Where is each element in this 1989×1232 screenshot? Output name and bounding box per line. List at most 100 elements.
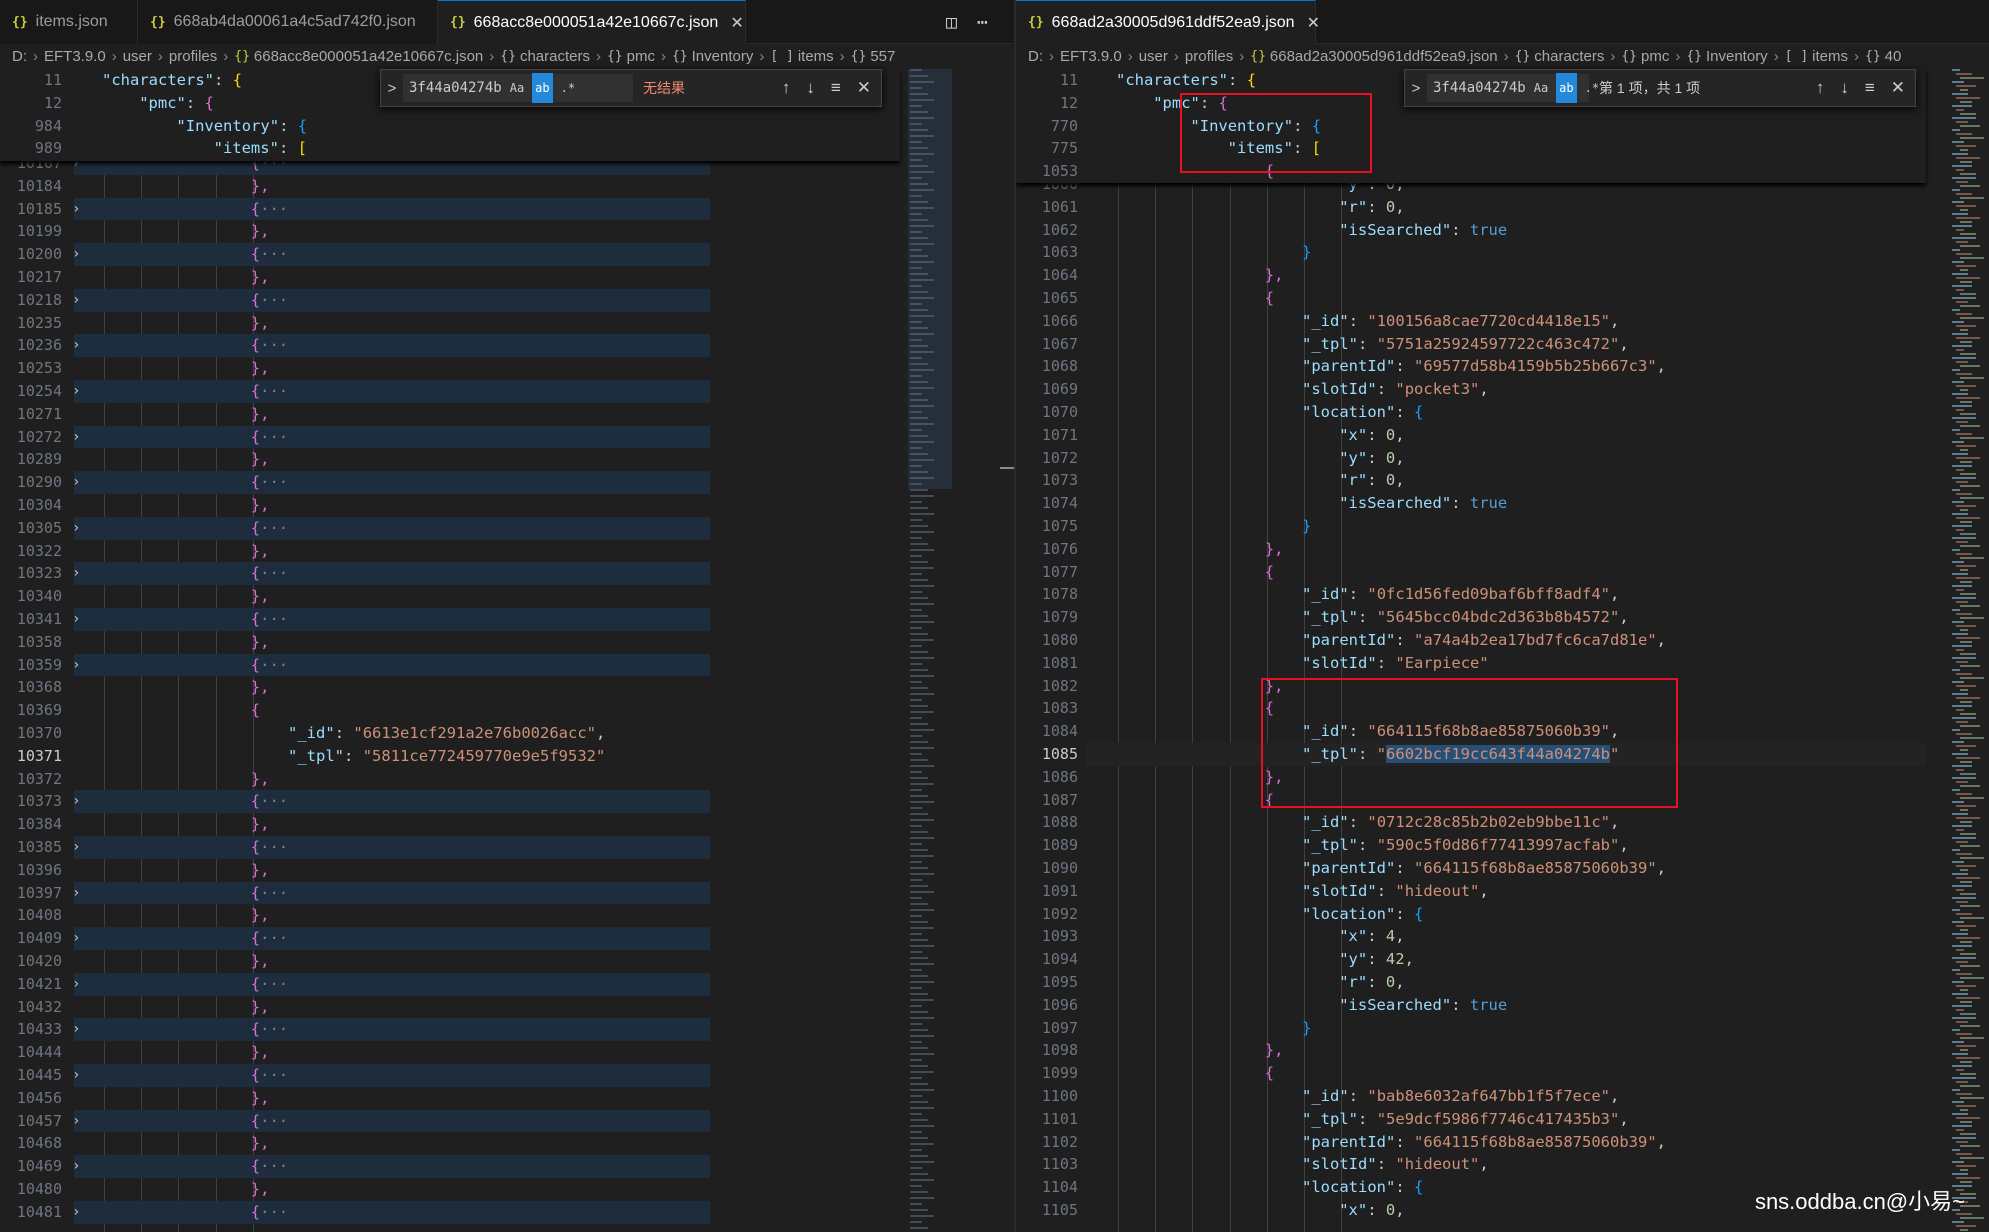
editor-line[interactable]: 10304}, <box>0 494 900 517</box>
editor-line[interactable]: 1072"y": 0, <box>1016 447 1926 470</box>
editor-line[interactable]: 10322}, <box>0 540 900 563</box>
editor-line[interactable]: 1065{ <box>1016 287 1926 310</box>
fold-chevron-icon[interactable]: › <box>72 383 81 399</box>
editor-line[interactable]: 10184}, <box>0 175 900 198</box>
editor-line[interactable]: 10385›{··· <box>0 836 900 859</box>
editor-line[interactable]: 10358}, <box>0 631 900 654</box>
editor-line[interactable]: 10200›{··· <box>0 243 900 266</box>
editor-line[interactable]: 10432}, <box>0 996 900 1019</box>
close-icon[interactable]: ✕ <box>856 78 871 97</box>
next-match-icon[interactable]: ↓ <box>1840 78 1849 97</box>
breadcrumb-segment[interactable]: characters <box>1534 48 1605 65</box>
breadcrumb-segment[interactable]: 557 <box>870 48 896 65</box>
fold-chevron-icon[interactable]: › <box>72 1112 81 1129</box>
fold-chevron-icon[interactable]: › <box>72 793 81 810</box>
more-actions-icon[interactable]: ⋯ <box>976 11 988 33</box>
editor-line[interactable]: 1096"isSearched": true <box>1016 994 1926 1017</box>
breadcrumb-segment[interactable]: D: <box>12 48 27 65</box>
editor-line[interactable]: 1102"parentId": "664115f68b8ae85875060b3… <box>1016 1131 1926 1154</box>
breadcrumb-segment[interactable]: profiles <box>168 48 218 65</box>
editor-line[interactable]: 1090"parentId": "664115f68b8ae85875060b3… <box>1016 857 1926 880</box>
editor-line[interactable]: 1083{ <box>1016 697 1926 720</box>
next-match-icon[interactable]: ↓ <box>806 78 815 97</box>
editor-line[interactable]: 10373›{··· <box>0 790 900 814</box>
editor-line[interactable]: 1095"r": 0, <box>1016 971 1926 994</box>
editor-line[interactable]: 1091"slotId": "hideout", <box>1016 880 1926 903</box>
editor-line[interactable]: 1094"y": 42, <box>1016 948 1926 971</box>
editor-line[interactable]: 1099{ <box>1016 1062 1926 1085</box>
sticky-line[interactable]: 1053{ <box>1016 160 1926 183</box>
tab-668ad2a3-json[interactable]: {}668ad2a30005d961ddf52ea9.json✕ <box>1016 0 1320 44</box>
editor-line[interactable]: 1085"_tpl": "6602bcf19cc643f44a04274b" <box>1016 743 1926 766</box>
editor-line[interactable]: 1071"x": 0, <box>1016 424 1926 447</box>
breadcrumb-segment[interactable]: items <box>1812 48 1849 65</box>
editor-line[interactable]: 1076}, <box>1016 538 1926 561</box>
breadcrumb-segment[interactable]: Inventory <box>691 48 754 65</box>
editor-line[interactable]: 10323›{··· <box>0 562 900 586</box>
editor-line[interactable]: 10384}, <box>0 813 900 836</box>
match-case-icon[interactable]: Aa <box>1533 81 1549 95</box>
breadcrumb-segment[interactable]: user <box>1138 48 1168 65</box>
editor-line[interactable]: 10199}, <box>0 220 900 243</box>
editor-split-sash[interactable] <box>1014 0 1016 1232</box>
editor-line[interactable]: 10217}, <box>0 266 900 289</box>
sticky-line[interactable]: 984"Inventory": { <box>0 115 900 138</box>
editor-line[interactable]: 1073"r": 0, <box>1016 469 1926 492</box>
fold-chevron-icon[interactable]: › <box>72 611 81 627</box>
fold-chevron-icon[interactable]: › <box>72 428 81 445</box>
breadcrumb-segment[interactable]: Inventory <box>1705 48 1768 65</box>
breadcrumb-segment[interactable]: EFT3.9.0 <box>44 48 106 65</box>
editor-line[interactable]: 10420}, <box>0 950 900 973</box>
editor-line[interactable]: 10236›{··· <box>0 334 900 358</box>
editor-line[interactable]: 1080"parentId": "a74a4b2ea17bd7fc6ca7d81… <box>1016 629 1926 652</box>
regex-icon[interactable]: .* <box>1584 81 1600 95</box>
editor-line[interactable]: 10468}, <box>0 1132 900 1155</box>
editor-line[interactable]: 10254›{··· <box>0 380 900 403</box>
fold-chevron-icon[interactable]: › <box>72 474 81 491</box>
editor-line[interactable]: 1100"_id": "bab8e6032af647bb1f5f7ece", <box>1016 1085 1926 1108</box>
editor-line[interactable]: 1103"slotId": "hideout", <box>1016 1153 1926 1176</box>
fold-chevron-icon[interactable]: › <box>72 337 81 354</box>
breadcrumb-segment[interactable]: characters <box>519 48 590 65</box>
editor-line[interactable]: 1101"_tpl": "5e9dcf5986f7746c417435b3", <box>1016 1108 1926 1131</box>
breadcrumb-segment[interactable]: D: <box>1028 48 1043 65</box>
toggle-replace-icon[interactable]: > <box>387 79 397 97</box>
editor-line[interactable]: 10456}, <box>0 1087 900 1110</box>
fold-chevron-icon[interactable]: › <box>72 1203 81 1220</box>
vertical-scrollbar[interactable] <box>1000 69 1014 1232</box>
fold-chevron-icon[interactable]: › <box>72 975 81 992</box>
editor-line[interactable]: 1066"_id": "100156a8cae7720cd4418e15", <box>1016 310 1926 333</box>
editor-line[interactable]: 1082}, <box>1016 675 1926 698</box>
regex-icon[interactable]: .* <box>560 81 576 95</box>
editor-line[interactable]: 1079"_tpl": "5645bcc04bdc2d363b8b4572", <box>1016 606 1926 629</box>
sticky-line[interactable]: 11"characters": { <box>0 69 900 92</box>
find-in-selection-icon[interactable]: ≡ <box>1864 78 1875 97</box>
editor-line[interactable]: 10372}, <box>0 768 900 791</box>
editor-line[interactable]: 1074"isSearched": true <box>1016 492 1926 515</box>
editor-line[interactable]: 10445›{··· <box>0 1064 900 1087</box>
tab-items-json[interactable]: {}items.json <box>0 0 138 44</box>
match-whole-word-icon[interactable]: ab <box>1556 73 1577 103</box>
minimap[interactable] <box>1948 69 1989 1232</box>
editor-line[interactable]: 10305›{··· <box>0 516 900 540</box>
breadcrumb-segment[interactable]: 40 <box>1884 48 1902 65</box>
breadcrumb-segment[interactable]: 668ad2a30005d961ddf52ea9.json <box>1269 48 1498 65</box>
editor-line[interactable]: 1067"_tpl": "5751a25924597722c463c472", <box>1016 333 1926 356</box>
breadcrumb-segment[interactable]: 668acc8e000051a42e10667c.json <box>253 48 484 65</box>
editor-line[interactable]: 1070"location": { <box>1016 401 1926 424</box>
editor-line[interactable]: 10457›{··· <box>0 1109 900 1133</box>
find-in-selection-icon[interactable]: ≡ <box>830 78 841 97</box>
scrollbar-thumb[interactable] <box>1000 467 1014 469</box>
close-icon[interactable]: ✕ <box>1890 78 1905 97</box>
toggle-replace-icon[interactable]: > <box>1411 79 1421 97</box>
editor-line[interactable]: 1077{ <box>1016 561 1926 584</box>
editor-line[interactable]: 10218›{··· <box>0 288 900 312</box>
find-input[interactable]: 3f44a04274b Aa ab .* <box>1427 73 1599 103</box>
breadcrumb-segment[interactable]: user <box>122 48 152 65</box>
fold-chevron-icon[interactable]: › <box>72 839 81 855</box>
editor-line[interactable]: 10481›{··· <box>0 1200 900 1224</box>
fold-chevron-icon[interactable]: › <box>72 1021 81 1038</box>
editor-line[interactable]: 1069"slotId": "pocket3", <box>1016 378 1926 401</box>
sticky-line[interactable]: 770"Inventory": { <box>1016 115 1926 138</box>
editor-line[interactable]: 10289}, <box>0 448 900 471</box>
